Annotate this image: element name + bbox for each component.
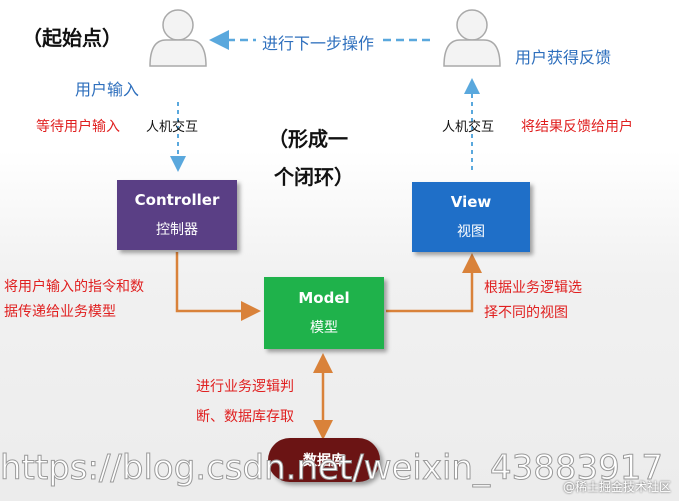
closed-loop-line2: 个闭环） xyxy=(274,165,354,189)
closed-loop-line1: （形成一 xyxy=(268,127,348,151)
view-box: View 视图 xyxy=(412,182,530,252)
feedback-to-user-label: 将结果反馈给用户 xyxy=(521,119,633,135)
controller-to-model-line1: 将用户输入的指令和数 xyxy=(4,279,144,295)
database-label: 数据库 xyxy=(303,453,345,469)
closed-loop-note: （形成一 个闭环） xyxy=(268,120,354,196)
view-title: View xyxy=(450,193,492,211)
model-subtitle: 模型 xyxy=(310,320,338,336)
model-db-line2: 断、数据库存取 xyxy=(196,409,294,425)
database-node: 数据库 xyxy=(268,438,380,482)
platform-credit: @稀土掘金技术社区 xyxy=(562,480,671,494)
model-to-view-note: 根据业务逻辑选 择不同的视图 xyxy=(484,276,582,326)
start-point-label: （起始点） xyxy=(22,26,122,50)
view-subtitle: 视图 xyxy=(457,224,485,240)
user-feedback-label: 用户获得反馈 xyxy=(515,48,612,67)
controller-to-model-line2: 据传递给业务模型 xyxy=(4,304,116,320)
controller-to-model-note: 将用户输入的指令和数 据传递给业务模型 xyxy=(4,275,144,325)
next-step-label: 进行下一步操作 xyxy=(256,30,381,54)
hci-right-label: 人机交互 xyxy=(442,120,495,135)
blog-url-watermark: https://blog.csdn.net/weixin_43883917 xyxy=(0,448,664,489)
model-to-view-arrow xyxy=(386,253,482,313)
wait-input-label: 等待用户输入 xyxy=(36,119,120,135)
controller-title: Controller xyxy=(134,191,220,209)
user-icon-left xyxy=(149,9,207,67)
model-to-view-line2: 择不同的视图 xyxy=(484,305,568,321)
model-to-view-line1: 根据业务逻辑选 xyxy=(484,280,582,296)
model-box: Model 模型 xyxy=(264,277,384,349)
model-title: Model xyxy=(298,289,350,307)
controller-box: Controller 控制器 xyxy=(117,180,237,250)
hci-left-label: 人机交互 xyxy=(146,120,199,135)
user-icon-right xyxy=(443,9,501,67)
controller-subtitle: 控制器 xyxy=(156,222,198,238)
model-database-note: 进行业务逻辑判 断、数据库存取 xyxy=(196,372,294,432)
user-input-label: 用户输入 xyxy=(75,80,140,99)
model-db-line1: 进行业务逻辑判 xyxy=(196,379,294,395)
controller-to-model-arrow xyxy=(175,252,261,321)
